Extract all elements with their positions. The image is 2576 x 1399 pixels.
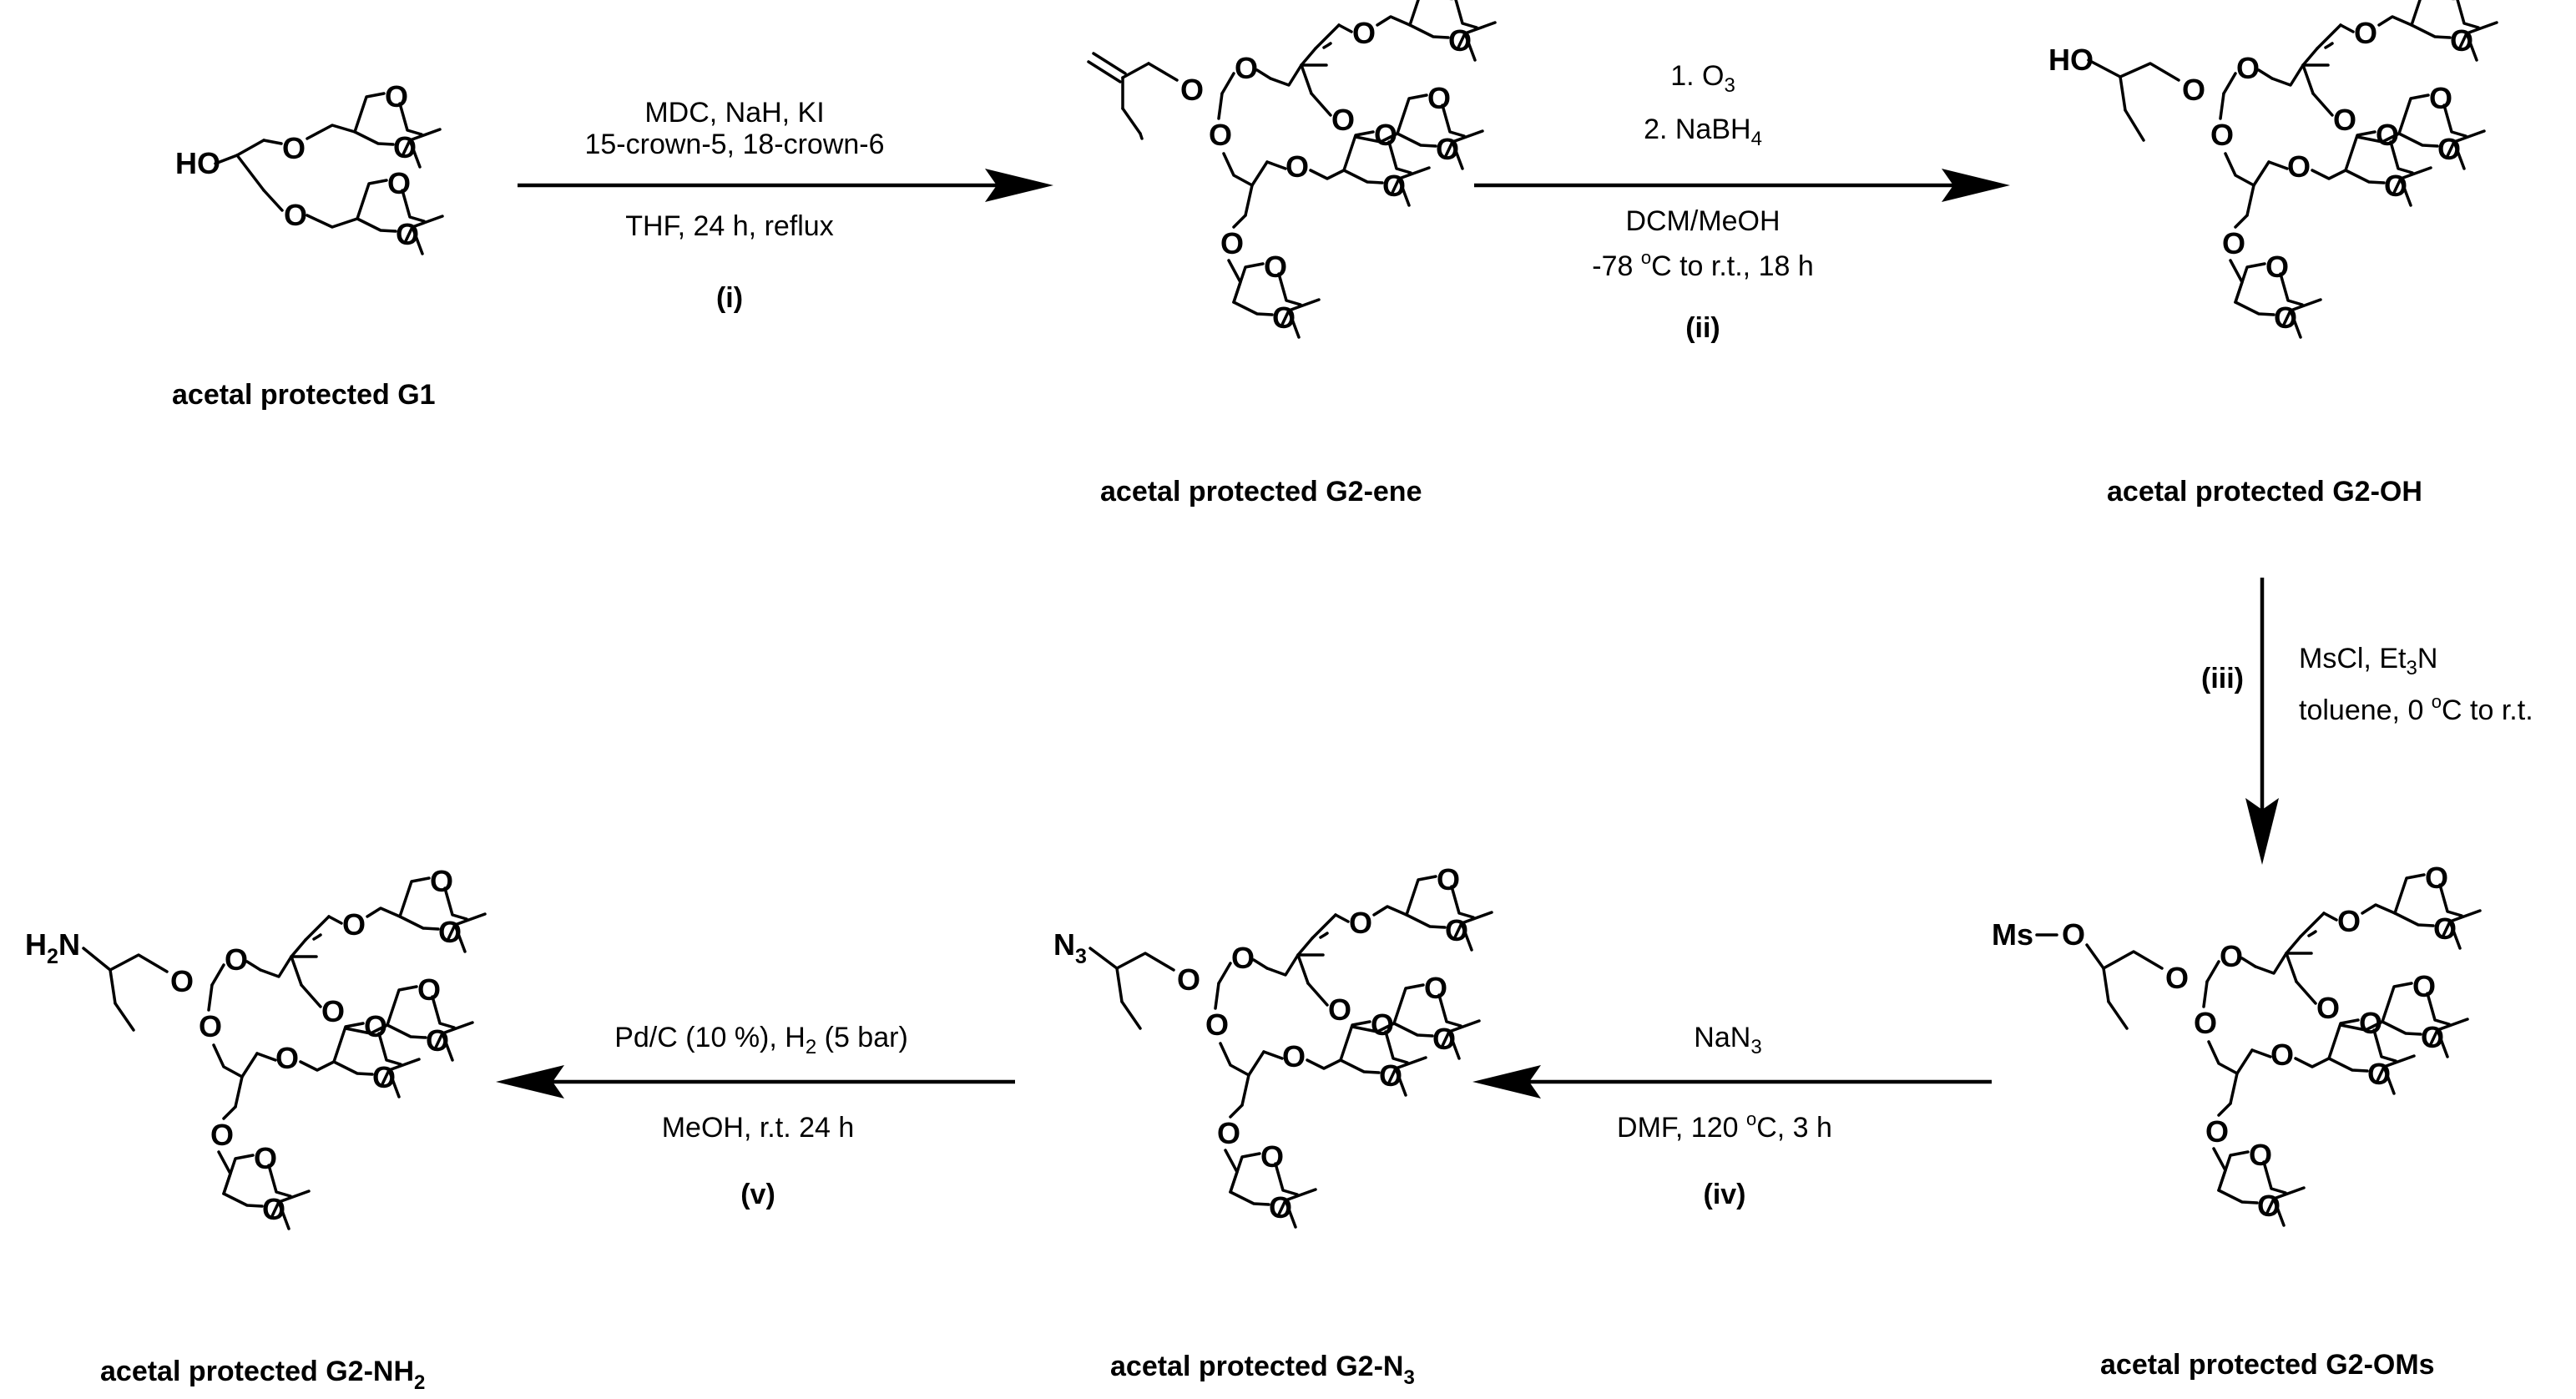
compound-label-g2-n3: acetal protected G2-N3 bbox=[1110, 1351, 1415, 1389]
svg-text:toluene, 0 oC to r.t.: toluene, 0 oC to r.t. bbox=[2299, 691, 2533, 726]
compound-g1: HO O O acetal protected G1 bbox=[172, 78, 444, 411]
svg-text:N: N bbox=[58, 927, 80, 962]
svg-text:O: O bbox=[2062, 917, 2085, 952]
svg-text:(ii): (ii) bbox=[1685, 312, 1720, 344]
reaction-step-iii: (iii) MsCl, Et3N toluene, 0 oC to r.t. bbox=[2201, 578, 2533, 865]
reaction-step-i: MDC, NaH, KI 15-crown-5, 18-crown-6 THF,… bbox=[518, 97, 1053, 314]
svg-text:HO: HO bbox=[175, 146, 220, 180]
svg-text:MsCl, Et3N: MsCl, Et3N bbox=[2299, 643, 2437, 679]
svg-text:Ms: Ms bbox=[1992, 917, 2033, 952]
svg-text:(iii): (iii) bbox=[2201, 663, 2244, 694]
svg-text:DMF, 120 oC, 3 h: DMF, 120 oC, 3 h bbox=[1617, 1109, 1832, 1144]
reaction-step-v: Pd/C (10 %), H2 (5 bar) MeOH, r.t. 24 h … bbox=[496, 1022, 1015, 1210]
svg-text:HO: HO bbox=[2048, 43, 2094, 77]
svg-text:3: 3 bbox=[1075, 945, 1087, 968]
svg-text:(i): (i) bbox=[716, 282, 743, 314]
svg-text:-78 oC to r.t., 18 h: -78 oC to r.t., 18 h bbox=[1592, 247, 1814, 282]
compound-label-g2-nh2: acetal protected G2-NH2 bbox=[100, 1356, 425, 1394]
svg-text:O: O bbox=[170, 964, 194, 998]
compound-label-g2-ene: acetal protected G2-ene bbox=[1100, 476, 1422, 508]
svg-text:Pd/C (10 %), H2 (5 bar): Pd/C (10 %), H2 (5 bar) bbox=[614, 1022, 908, 1058]
svg-text:O: O bbox=[1177, 962, 1200, 997]
compound-label-g2-oh: acetal protected G2-OH bbox=[2107, 476, 2422, 508]
svg-text:N: N bbox=[1053, 927, 1075, 962]
svg-text:(iv): (iv) bbox=[1704, 1179, 1746, 1210]
compound-g2-n3: N 3 O acetal protected G2-N3 bbox=[1053, 862, 1492, 1389]
compound-g2-oms: Ms O O acetal protected G2-OMs bbox=[1992, 861, 2480, 1381]
svg-text:NaN3: NaN3 bbox=[1694, 1022, 1761, 1058]
svg-text:H: H bbox=[25, 927, 47, 962]
svg-text:(v): (v) bbox=[740, 1179, 775, 1210]
svg-text:2. NaBH4: 2. NaBH4 bbox=[1644, 114, 1762, 150]
reaction-step-iv: NaN3 DMF, 120 oC, 3 h (iv) bbox=[1472, 1022, 1992, 1210]
svg-text:O: O bbox=[1180, 73, 1204, 107]
svg-text:THF, 24 h, reflux: THF, 24 h, reflux bbox=[625, 210, 833, 242]
svg-text:O: O bbox=[2165, 961, 2189, 995]
svg-text:1. O3: 1. O3 bbox=[1670, 60, 1735, 97]
compound-g2-nh2: H 2 N O acetal protected G2-NH2 bbox=[25, 864, 485, 1394]
compound-label-g2-oms: acetal protected G2-OMs bbox=[2100, 1349, 2435, 1381]
svg-text:O: O bbox=[284, 198, 307, 232]
compound-label-g1: acetal protected G1 bbox=[172, 379, 436, 411]
svg-text:MDC, NaH, KI: MDC, NaH, KI bbox=[644, 97, 824, 129]
compound-g2-ene: O acetal protected G2-ene bbox=[1087, 0, 1495, 508]
compound-g2-oh: HO O acetal protected G2-OH bbox=[2048, 0, 2497, 508]
svg-text:O: O bbox=[282, 131, 306, 165]
svg-text:O: O bbox=[2182, 73, 2205, 107]
reaction-step-ii: 1. O3 2. NaBH4 DCM/MeOH -78 oC to r.t., … bbox=[1474, 60, 2010, 344]
svg-text:15-crown-5, 18-crown-6: 15-crown-5, 18-crown-6 bbox=[584, 129, 884, 160]
svg-text:MeOH, r.t. 24 h: MeOH, r.t. 24 h bbox=[662, 1112, 855, 1144]
svg-text:DCM/MeOH: DCM/MeOH bbox=[1625, 205, 1780, 237]
svg-text:2: 2 bbox=[47, 945, 58, 968]
